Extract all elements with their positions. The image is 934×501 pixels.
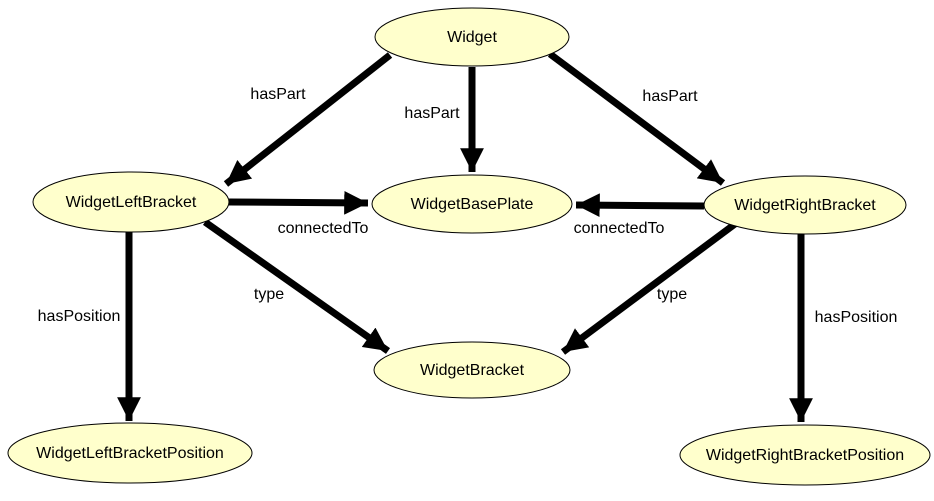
edge-type-right-bracket-to-bracket: type [560,221,738,355]
edge-connectedto-right-bracket-to-base-plate: connectedTo [574,193,705,237]
node-widget-right-bracket-position-label: WidgetRightBracketPosition [706,447,904,464]
node-widget-left-bracket: WidgetLeftBracket [32,171,230,233]
node-widget-left-bracket-position-label: WidgetLeftBracketPosition [36,445,224,462]
edge-hasposition-right-bracket-to-position: hasPosition [789,234,898,422]
edge-type-left-bracket-to-bracket: type [202,219,391,354]
edge-line-type-left [202,219,391,354]
node-widget-right-bracket-label: WidgetRightBracket [734,197,876,214]
edge-hasposition-left-bracket-to-position: hasPosition [38,232,141,421]
edge-line-connectedto-left [228,190,369,215]
node-widget-left-bracket-ellipse [32,171,230,233]
edge-line-haspart-right [547,51,726,186]
node-widget-base-plate: WidgetBasePlate [371,174,573,234]
edge-label-hasposition-left: hasPosition [38,308,121,325]
node-widget-base-plate-ellipse [371,174,573,234]
node-widget-right-bracket: WidgetRightBracket [703,175,907,235]
edge-label-hasposition-right: hasPosition [815,309,898,326]
node-widget-bracket-ellipse [373,341,571,399]
node-widget: Widget [374,7,570,67]
node-widget-right-bracket-ellipse [703,175,907,235]
edge-label-connectedto-left: connectedTo [278,220,369,237]
edge-line-haspart-left [223,52,393,187]
node-widget-ellipse [374,7,570,67]
node-widget-left-bracket-position-ellipse [7,422,253,484]
node-widget-right-bracket-position: WidgetRightBracketPosition [679,424,931,486]
edge-label-haspart-right: hasPart [642,88,698,105]
edge-haspart-widget-to-base-plate: hasPart [404,67,484,172]
node-widget-label: Widget [447,29,497,46]
edges: hasPart hasPart hasPart connectedTo conn… [38,51,898,422]
node-widget-left-bracket-position: WidgetLeftBracketPosition [7,422,253,484]
edge-label-type-left: type [254,286,284,303]
node-widget-base-plate-label: WidgetBasePlate [411,196,534,213]
node-widget-bracket: WidgetBracket [373,341,571,399]
edge-label-type-right: type [657,286,687,303]
node-widget-right-bracket-position-ellipse [679,424,931,486]
edge-haspart-widget-to-left-bracket: hasPart [223,52,393,187]
node-widget-bracket-label: WidgetBracket [420,362,525,379]
edge-connectedto-left-bracket-to-base-plate: connectedTo [228,190,369,237]
node-widget-left-bracket-label: WidgetLeftBracket [66,194,197,211]
nodes: Widget WidgetLeftBracket WidgetBasePlate… [7,7,931,486]
edge-label-haspart-left: hasPart [250,86,306,103]
edge-line-type-right [560,221,738,355]
edge-line-connectedto-right [575,193,705,218]
edge-label-connectedto-right: connectedTo [574,220,665,237]
edge-haspart-widget-to-right-bracket: hasPart [547,51,726,186]
edge-label-haspart-center: hasPart [404,105,460,122]
